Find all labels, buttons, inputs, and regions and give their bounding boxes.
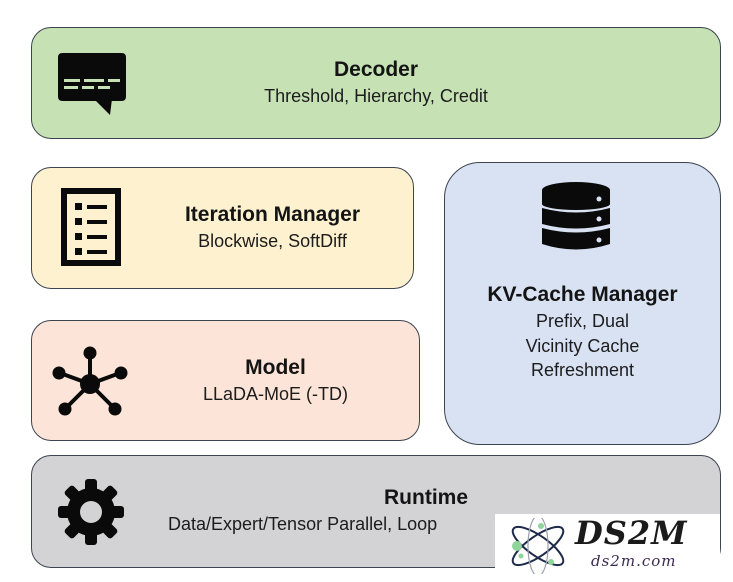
kv-cache-manager-block: KV-Cache Manager Prefix, Dual Vicinity C… xyxy=(444,162,721,445)
model-block: Model LLaDA-MoE (-TD) xyxy=(31,320,420,441)
model-subtitle: LLaDA-MoE (-TD) xyxy=(202,384,349,405)
iteration-manager-subtitle: Blockwise, SoftDiff xyxy=(198,231,347,252)
decoder-title: Decoder xyxy=(333,58,419,81)
chat-bubble-icon xyxy=(58,53,126,115)
runtime-title: Runtime xyxy=(384,486,468,509)
kv-cache-line-3: Refreshment xyxy=(530,359,635,380)
watermark-brand: DS2M xyxy=(575,514,688,552)
iteration-manager-title: Iteration Manager xyxy=(184,203,361,226)
kv-cache-manager-title: KV-Cache Manager xyxy=(487,283,678,306)
list-document-icon xyxy=(61,188,121,266)
decoder-block: Decoder Threshold, Hierarchy, Credit xyxy=(31,27,721,139)
watermark-url: ds2m.com xyxy=(591,552,677,570)
kv-cache-line-1: Prefix, Dual xyxy=(535,311,630,332)
watermark: DS2M ds2m.com xyxy=(495,514,720,576)
runtime-subtitle: Data/Expert/Tensor Parallel, Loop xyxy=(168,514,438,535)
iteration-manager-block: Iteration Manager Blockwise, SoftDiff xyxy=(31,167,414,289)
model-title: Model xyxy=(245,356,306,379)
kv-cache-line-2: Vicinity Cache xyxy=(525,335,640,356)
network-hub-icon xyxy=(52,346,128,416)
runtime-block: Runtime Data/Expert/Tensor Parallel, Loo… xyxy=(31,455,721,568)
decoder-subtitle: Threshold, Hierarchy, Credit xyxy=(264,86,488,107)
gear-icon xyxy=(58,479,124,545)
atom-logo-icon xyxy=(511,518,565,574)
database-icon xyxy=(542,182,610,250)
